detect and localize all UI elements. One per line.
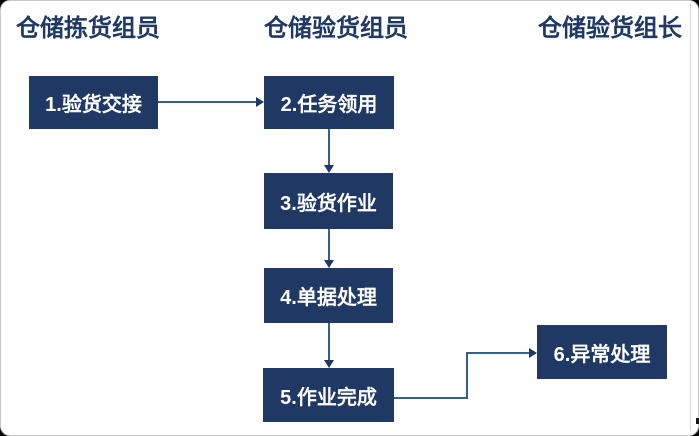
- right-edge-artifact-mark: [696, 418, 699, 424]
- arrowhead-icon: [256, 97, 264, 107]
- connector-5-6-line-bottom: [394, 397, 468, 399]
- step-box-5-work-complete: 5.作业完成: [263, 368, 394, 422]
- arrowhead-icon: [324, 165, 334, 173]
- lane-header-picking-member: 仓储拣货组员: [16, 15, 160, 42]
- step-box-6-exception-handling: 6.异常处理: [537, 325, 667, 379]
- connector-4-5-line: [328, 323, 330, 360]
- connector-5-6-line-top: [466, 352, 529, 354]
- lane-header-inspection-member: 仓储验货组员: [264, 15, 408, 42]
- step-box-1-inspection-handover: 1.验货交接: [29, 76, 158, 129]
- arrowhead-icon: [324, 260, 334, 268]
- arrowhead-icon: [529, 348, 537, 358]
- lane-header-inspection-leader: 仓储验货组长: [538, 15, 682, 42]
- connector-5-6-line-vertical: [466, 352, 468, 399]
- connector-1-2-line: [158, 101, 256, 103]
- arrowhead-icon: [324, 360, 334, 368]
- step-box-4-document-processing: 4.单据处理: [264, 268, 393, 323]
- step-box-2-task-claim: 2.任务领用: [264, 76, 394, 129]
- slide-right-edge-line: [690, 3, 691, 431]
- step-box-3-inspection-work: 3.验货作业: [264, 173, 393, 229]
- connector-3-4-line: [328, 229, 330, 260]
- connector-2-3-line: [328, 129, 330, 165]
